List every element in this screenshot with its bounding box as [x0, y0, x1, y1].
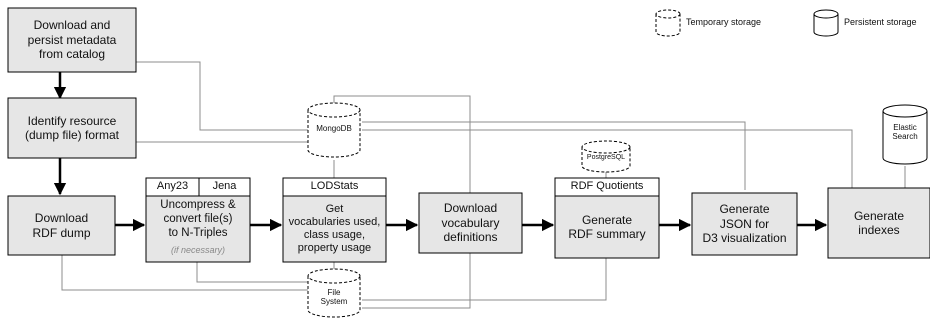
tool-any23 [145, 177, 200, 197]
box-generate-json [691, 192, 798, 256]
postgresql-cylinder [581, 140, 631, 173]
link-mongodb-indexes [362, 129, 853, 188]
mongodb-cylinder [307, 102, 361, 158]
link-uncompress-filesystem [196, 262, 308, 283]
box-generate-indexes [827, 187, 930, 259]
process-arrows [53, 72, 828, 232]
tool-lodstats [282, 177, 387, 197]
filesystem-cylinder [307, 268, 361, 318]
link-summary-filesystem [362, 258, 607, 301]
link-metadata-mongodb [136, 61, 308, 131]
elasticsearch-cylinder [882, 104, 928, 165]
link-mongodb-json [362, 121, 746, 190]
box-download-metadata [7, 7, 137, 73]
box-identify-format [7, 97, 137, 159]
link-dump-filesystem [61, 255, 308, 291]
legend-temporary-cylinder [655, 9, 681, 37]
box-download-vocab [418, 192, 523, 254]
tool-rdf-quotients [554, 177, 660, 197]
storage-cylinders [307, 9, 928, 318]
link-vocab-filesystem [362, 253, 471, 309]
tool-jena [198, 177, 251, 197]
process-boxes [7, 7, 930, 263]
box-download-dump [7, 195, 116, 256]
legend-persistent-cylinder [813, 9, 839, 37]
